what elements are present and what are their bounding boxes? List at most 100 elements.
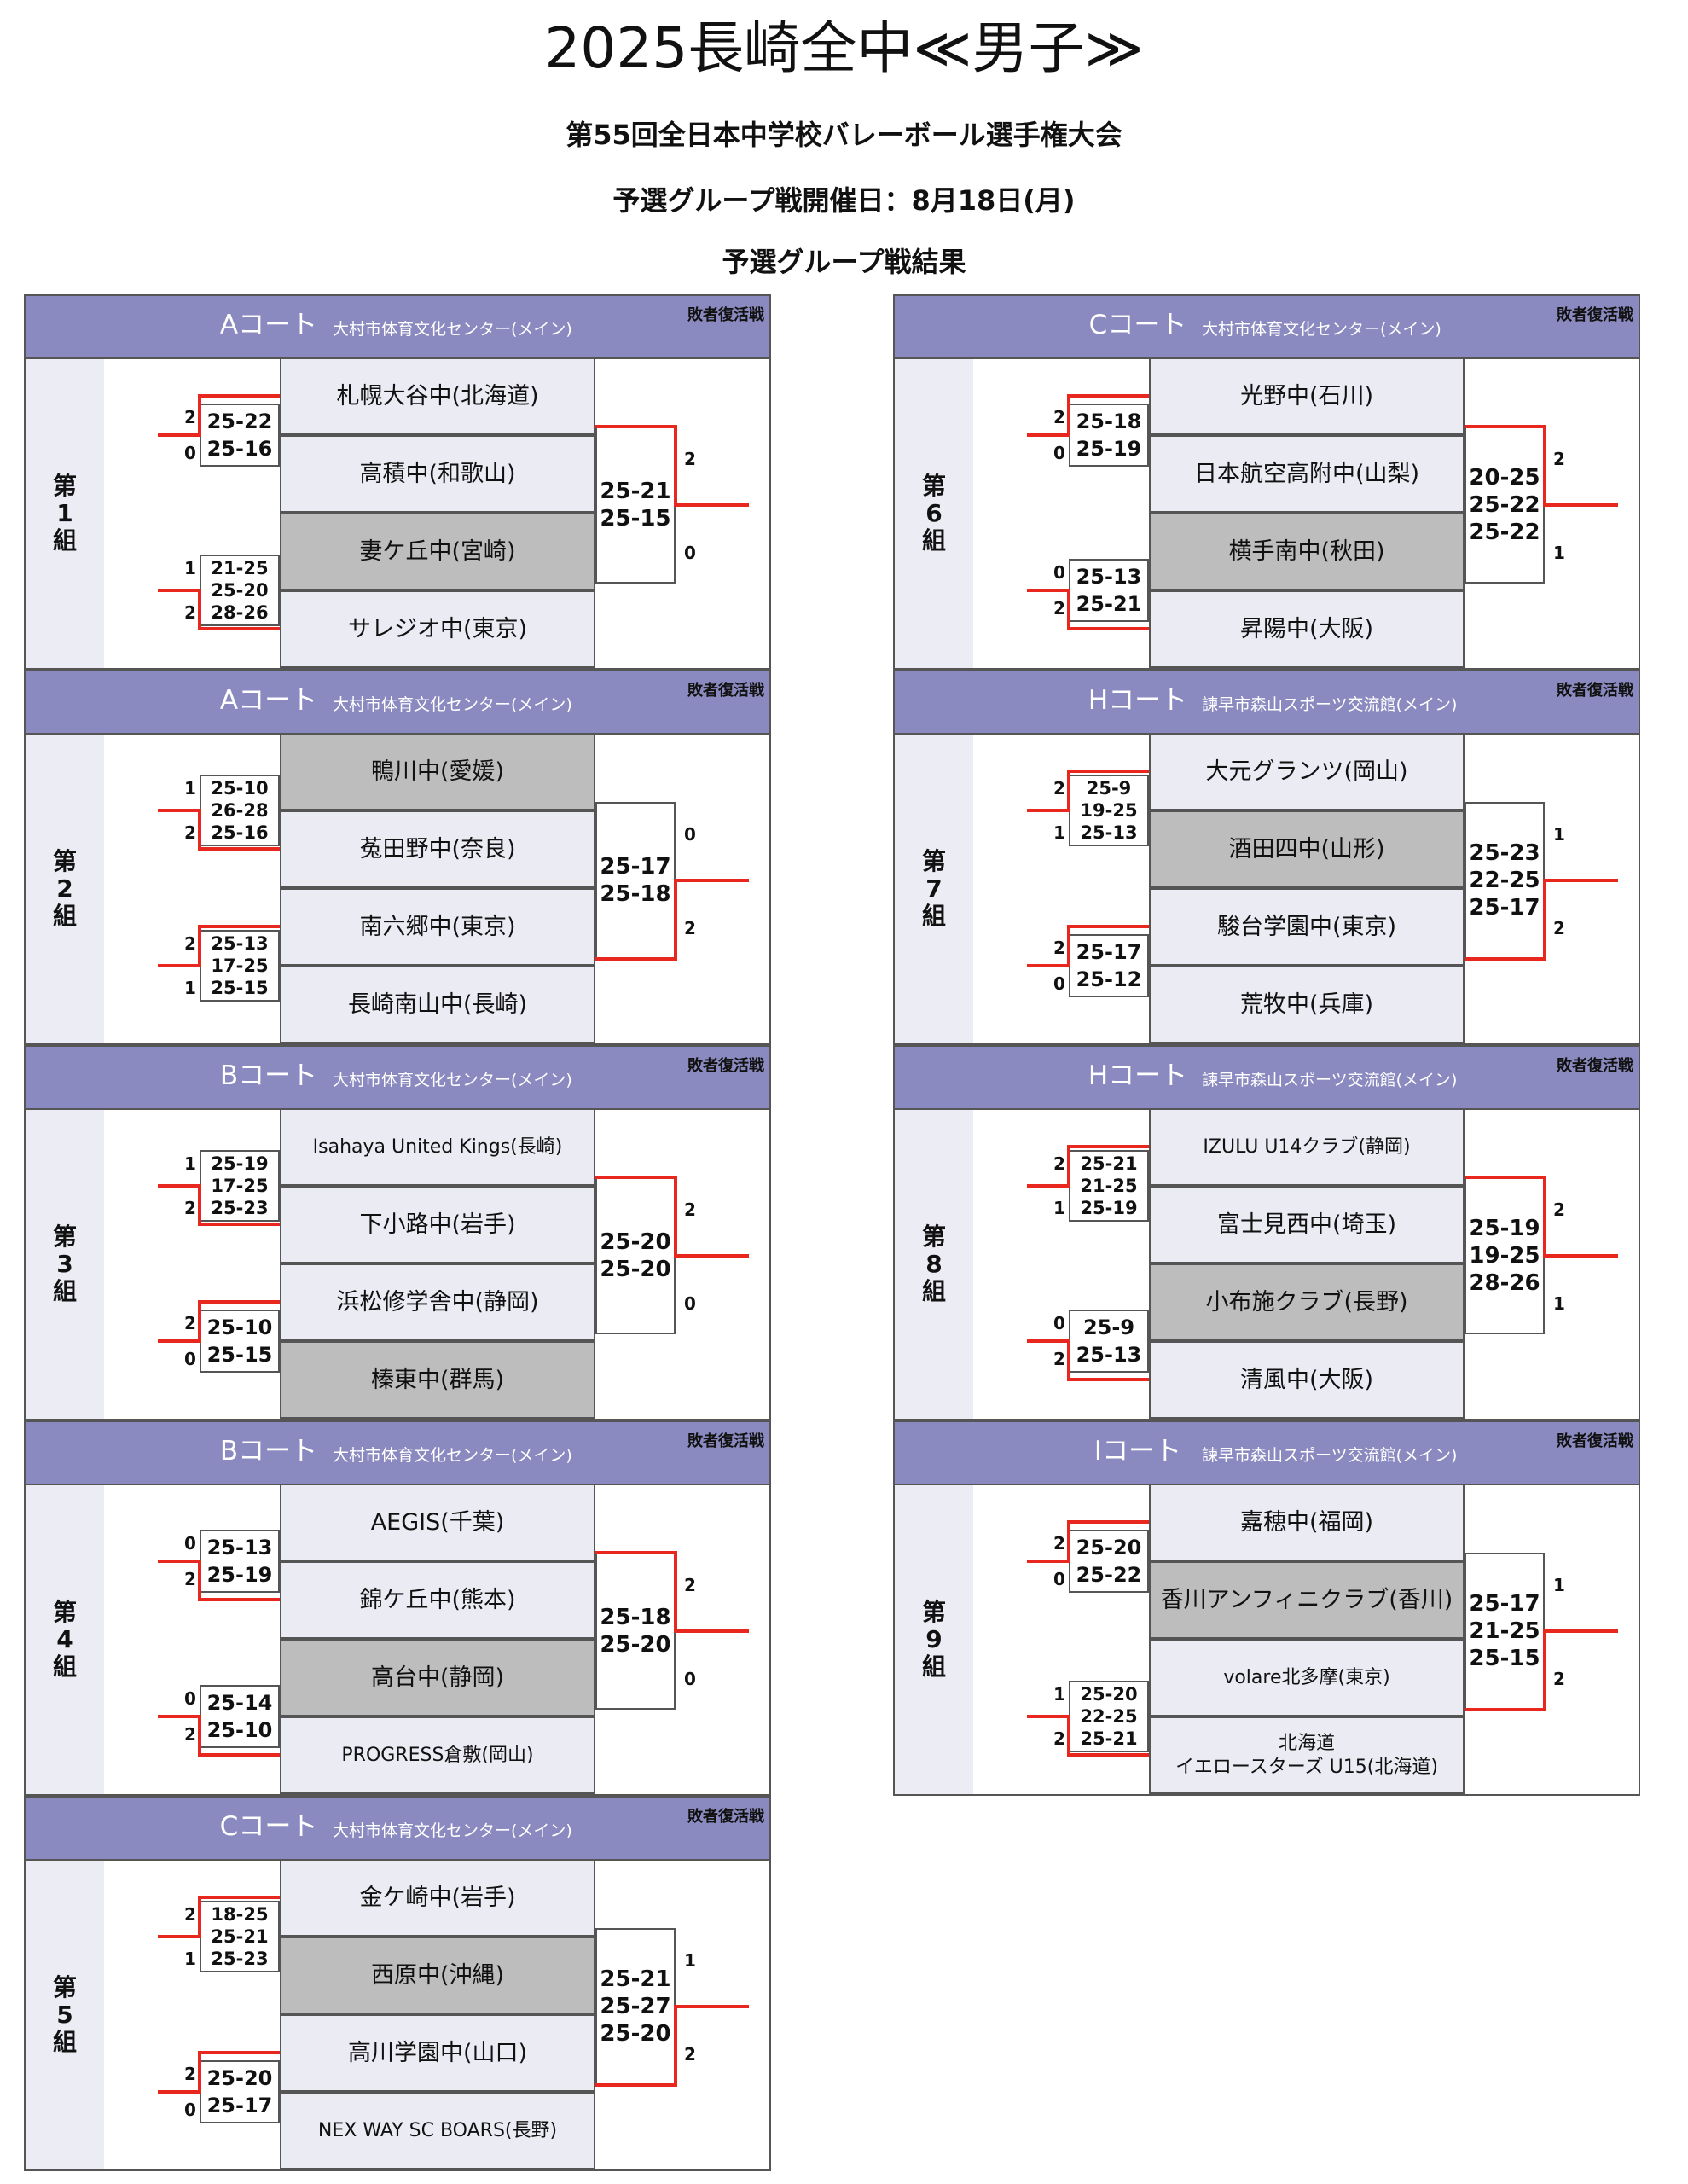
team-name[interactable]: 札幌大谷中(北海道): [280, 357, 595, 435]
winner-line: [595, 425, 677, 428]
set-score: 25-10: [206, 1717, 273, 1742]
winner-line: [198, 1223, 280, 1226]
team-name[interactable]: IZULU U14クラブ(静岡): [1149, 1108, 1465, 1186]
loser-bracket-label: 敗者復活戦: [1557, 306, 1633, 324]
winner-line: [1067, 1753, 1149, 1757]
set-score: 25-21: [1080, 1728, 1138, 1749]
team-name[interactable]: NEX WAY SC BOARS(長野): [280, 2092, 595, 2169]
winner-line: [1543, 503, 1618, 507]
team-name[interactable]: 荒牧中(兵庫): [1149, 966, 1465, 1043]
sets-won: 1: [684, 1950, 696, 1971]
sets-won: 2: [184, 2063, 196, 2084]
court-banner: Hコート諫早市森山スポーツ交流館(メイン): [893, 1045, 1640, 1110]
team-name[interactable]: 錦ケ丘中(熊本): [280, 1561, 595, 1639]
team-name[interactable]: 香川アンフィニクラブ(香川): [1149, 1561, 1465, 1639]
team-name[interactable]: 高積中(和歌山): [280, 435, 595, 513]
set-score: 25-13: [211, 932, 269, 954]
court-name: Hコート: [1088, 1060, 1188, 1091]
team-name[interactable]: 長崎南山中(長崎): [280, 966, 595, 1043]
court-banner: Bコート大村市体育文化センター(メイン): [24, 1045, 771, 1110]
team-name[interactable]: 菟田野中(奈良): [280, 810, 595, 888]
sets-won: 2: [184, 1723, 196, 1745]
team-name[interactable]: 昇陽中(大阪): [1149, 590, 1465, 668]
team-name[interactable]: 酒田四中(山形): [1149, 810, 1465, 888]
winner-line: [158, 1339, 200, 1343]
team-name[interactable]: 高台中(静岡): [280, 1639, 595, 1716]
set-score: 25-27: [600, 1994, 671, 2019]
sets-won: 2: [1053, 937, 1065, 958]
winner-line: [198, 394, 280, 398]
team-name[interactable]: 下小路中(岩手): [280, 1186, 595, 1263]
team-name[interactable]: 西原中(沖縄): [280, 1937, 595, 2014]
team-name[interactable]: 高川学園中(山口): [280, 2014, 595, 2092]
sets-won: 2: [1053, 406, 1065, 427]
team-name[interactable]: 横手南中(秋田): [1149, 513, 1465, 590]
winner-line: [1465, 425, 1546, 428]
team-name[interactable]: 嘉穂中(福岡): [1149, 1484, 1465, 1561]
set-score: 22-25: [1080, 1705, 1138, 1727]
set-score: 25-19: [1080, 1197, 1138, 1218]
winner-line: [1543, 1629, 1546, 1711]
team-name[interactable]: サレジオ中(東京): [280, 590, 595, 668]
court-name: Bコート: [219, 1436, 318, 1467]
team-name[interactable]: 清風中(大阪): [1149, 1341, 1465, 1419]
set-score: 25-20: [600, 2021, 671, 2047]
winner-line: [1465, 1708, 1546, 1711]
team-name[interactable]: 浜松修学舎中(静岡): [280, 1263, 595, 1341]
team-name[interactable]: 金ケ崎中(岩手): [280, 1859, 595, 1937]
sets-won: 1: [184, 777, 196, 799]
winner-line: [595, 957, 677, 961]
winner-line: [674, 503, 749, 507]
winner-line: [1027, 1559, 1069, 1563]
team-name[interactable]: 日本航空高附中(山梨): [1149, 435, 1465, 513]
winner-line: [198, 627, 280, 630]
sets-won: 2: [684, 449, 696, 469]
sets-won: 0: [684, 824, 696, 845]
winner-line: [1067, 588, 1070, 630]
set-score: 25-19: [1076, 436, 1142, 461]
winner-line: [158, 588, 200, 592]
tournament-name: 第55回全日本中学校バレーボール選手権大会: [566, 119, 1122, 151]
team-name[interactable]: AEGIS(千葉): [280, 1484, 595, 1561]
set-score: 25-13: [206, 1535, 273, 1560]
team-name[interactable]: 妻ケ丘中(宮崎): [280, 513, 595, 590]
team-name[interactable]: 小布施クラブ(長野): [1149, 1263, 1465, 1341]
set-score: 25-13: [1076, 1342, 1142, 1367]
set-score: 25-14: [206, 1690, 273, 1715]
team-name[interactable]: 大元グランツ(岡山): [1149, 733, 1465, 810]
team-name[interactable]: 富士見西中(埼玉): [1149, 1186, 1465, 1263]
team-name[interactable]: 光野中(石川): [1149, 357, 1465, 435]
team-name[interactable]: 駿台学園中(東京): [1149, 888, 1465, 966]
team-name[interactable]: 北海道イエロースターズ U15(北海道): [1149, 1716, 1465, 1794]
winner-line: [158, 1714, 200, 1718]
set-score: 25-18: [600, 1605, 671, 1630]
team-name[interactable]: 南六郷中(東京): [280, 888, 595, 966]
sets-won: 2: [184, 1568, 196, 1589]
winner-line: [158, 963, 200, 967]
winner-line: [198, 1896, 280, 1899]
winner-line: [1543, 425, 1546, 507]
team-name[interactable]: volare北多摩(東京): [1149, 1639, 1465, 1716]
team-name[interactable]: Isahaya United Kings(長崎): [280, 1108, 595, 1186]
team-name[interactable]: 鴨川中(愛媛): [280, 733, 595, 810]
team-name[interactable]: 榛東中(群馬): [280, 1341, 595, 1419]
set-score: 28-26: [211, 601, 269, 623]
team-name[interactable]: PROGRESS倉敷(岡山): [280, 1716, 595, 1794]
sets-won: 2: [184, 932, 196, 954]
court-banner: Bコート大村市体育文化センター(メイン): [24, 1420, 771, 1485]
venue-name: 大村市体育文化センター(メイン): [1202, 320, 1441, 339]
